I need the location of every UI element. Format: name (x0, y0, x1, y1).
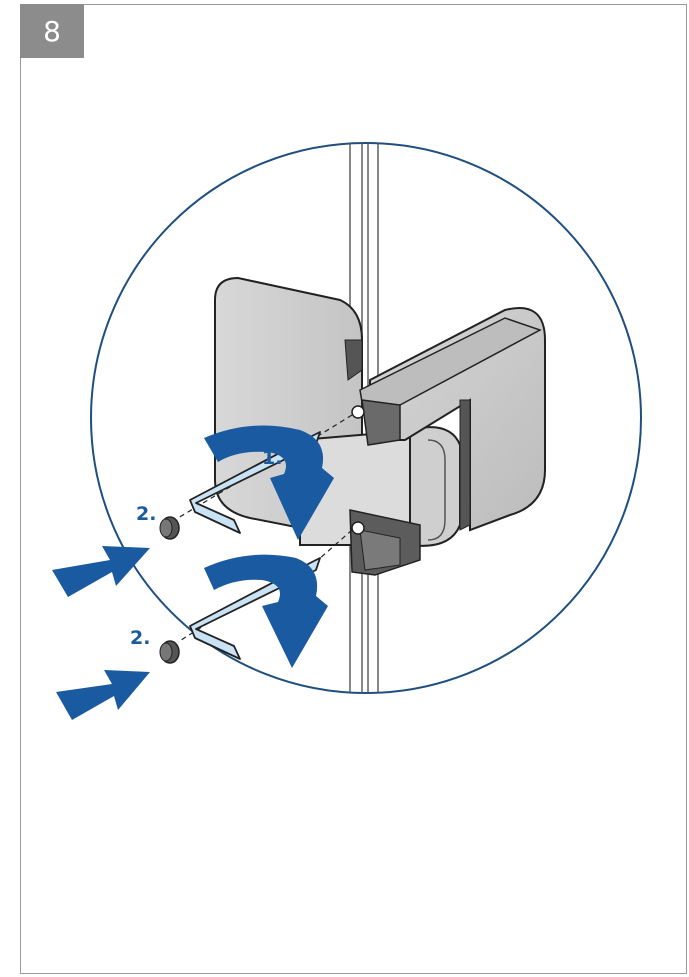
label-rotate-lower: 1. (280, 610, 300, 632)
label-push-upper: 2. (136, 503, 156, 525)
hinge-right-plate (359, 307, 546, 532)
push-arrow-icon (56, 670, 150, 720)
label-push-lower: 2. (130, 627, 150, 649)
cover-cap-icon (159, 640, 180, 664)
curved-arrow-icon (204, 425, 334, 540)
curved-arrow-icon (204, 554, 328, 668)
hinge-lower-clamp (349, 509, 421, 576)
screw-hole-upper (351, 405, 365, 419)
step-number-badge: 8 (20, 4, 84, 58)
push-arrow-icon (52, 546, 150, 597)
label-rotate-upper: 1. (262, 447, 282, 469)
cover-cap-icon (159, 516, 180, 540)
screw-hole-lower (351, 521, 365, 535)
